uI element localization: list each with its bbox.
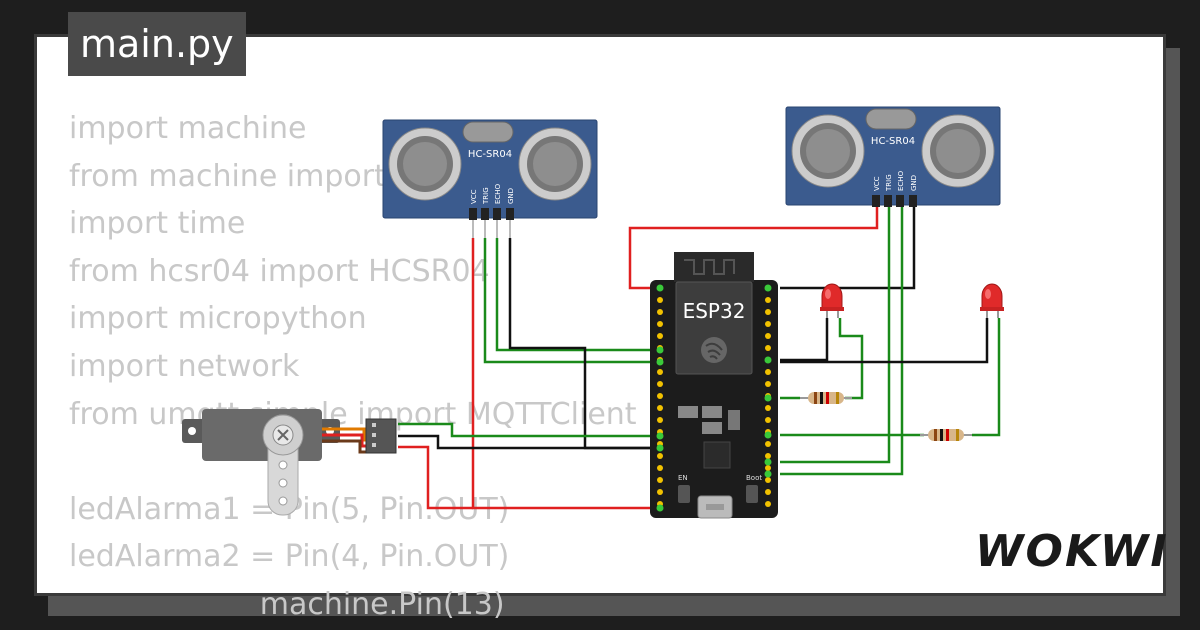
wire-left-trig	[483, 238, 660, 364]
wire-servo-gnd	[398, 434, 660, 450]
led-alarm-1[interactable]	[820, 283, 844, 318]
en-button	[678, 485, 690, 503]
pin-label: VCC	[873, 176, 881, 191]
wire-right-gnd	[780, 205, 916, 290]
esp32-board[interactable]: ESP32	[650, 252, 778, 519]
mcu-label: ESP32	[683, 299, 746, 323]
wire-left-vcc	[471, 238, 660, 510]
wire-led1-anode	[838, 318, 864, 400]
crystal	[865, 108, 917, 130]
pin-label: ECHO	[494, 183, 502, 204]
code-line: machine.Pin(13)	[69, 586, 505, 622]
pin-label: TRIG	[885, 174, 893, 192]
wire-led2-gnd	[780, 318, 989, 364]
wire-right-trig	[780, 205, 891, 464]
voltage-regulator	[678, 406, 698, 418]
wire-led2-anode	[972, 318, 1001, 437]
wire-led1-gnd	[780, 318, 829, 362]
boot-button	[746, 485, 758, 503]
pin-label: VCC	[470, 189, 478, 204]
wire-servo-signal	[398, 422, 660, 438]
wire-left-gnd	[508, 238, 660, 450]
crystal	[462, 121, 514, 143]
rf-shield	[675, 281, 753, 375]
pin-label: GND	[507, 188, 515, 204]
wire-servo-vcc	[398, 445, 473, 510]
usb-uart-chip	[703, 441, 731, 469]
code-line: from hcsr04 import HCSR04	[69, 253, 490, 289]
pin-label: ECHO	[897, 170, 905, 191]
code-line: import time	[69, 206, 246, 242]
wires	[398, 205, 1001, 510]
wire-right-echo	[780, 205, 904, 476]
file-tab[interactable]: main.py	[68, 12, 246, 76]
sensor-model-label: HC-SR04	[871, 136, 915, 147]
screw-icon	[277, 429, 289, 441]
servo-motor[interactable]	[182, 409, 397, 516]
code-line: ledAlarma2 = Pin(4, Pin.OUT)	[69, 539, 510, 575]
wokwi-logo: WOKWI	[975, 526, 1169, 577]
resistor-1[interactable]	[800, 392, 852, 404]
code-line: import network	[69, 348, 300, 384]
servo-body	[202, 409, 322, 461]
code-line: import machine	[69, 111, 307, 146]
wire-left-echo	[495, 238, 660, 352]
servo-connector	[365, 418, 397, 454]
sensor-model-label: HC-SR04	[468, 149, 512, 160]
pin-label: TRIG	[482, 187, 490, 205]
ultrasonic-sensor-left[interactable]: HC-SR04 VCC TRIG ECHO GND	[382, 119, 598, 238]
ultrasonic-sensor-right[interactable]: HC-SR04 VCC TRIG ECHO GND	[785, 106, 1001, 207]
en-label: EN	[678, 474, 688, 482]
boot-label: Boot	[746, 474, 762, 482]
code-line: import micropython	[69, 301, 367, 337]
resistor-2[interactable]	[920, 429, 972, 441]
pin-label: GND	[910, 175, 918, 191]
led-alarm-2[interactable]	[980, 283, 1004, 318]
wire-right-vcc	[628, 205, 879, 290]
